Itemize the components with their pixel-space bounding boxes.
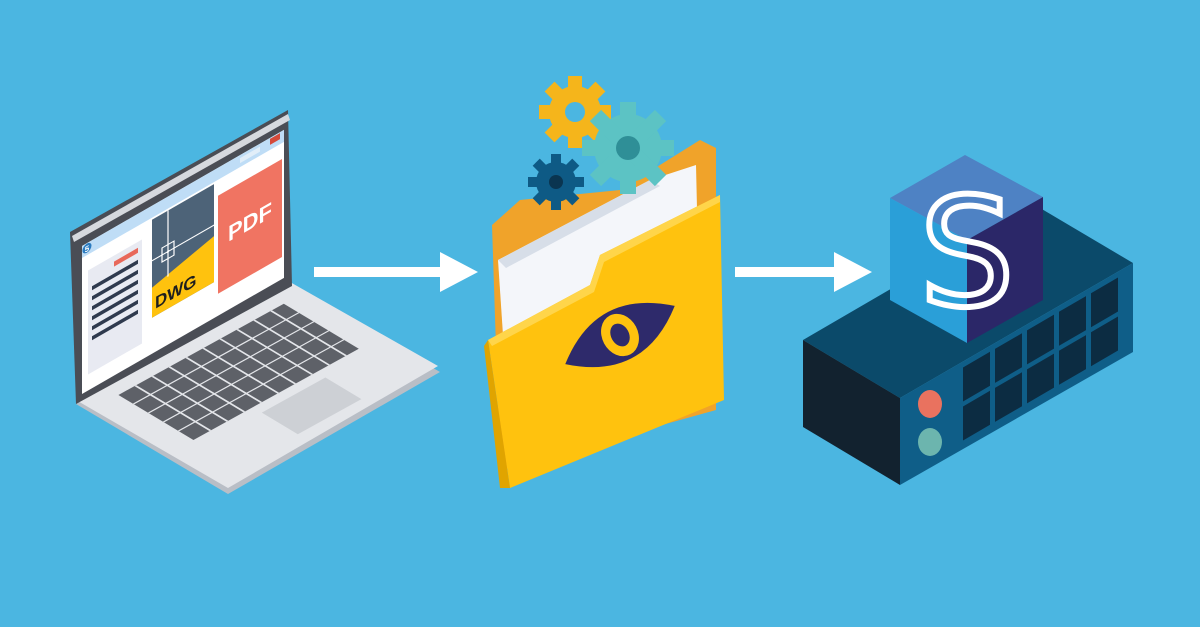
status-light-red — [918, 390, 942, 418]
gear-icon-navy — [528, 154, 584, 210]
title-bar — [82, 129, 284, 258]
arrow-right-icon — [314, 252, 478, 292]
arrow-right-icon — [735, 252, 872, 292]
pdf-file: PDF — [218, 159, 282, 294]
server-side — [803, 340, 900, 485]
app-logo-icon — [82, 242, 92, 254]
s-logo-letter: S — [919, 167, 1014, 341]
folder — [484, 76, 724, 488]
gear-icon-yellow — [539, 76, 611, 148]
keyboard-keys — [118, 303, 359, 440]
s-cube: S — [890, 155, 1043, 344]
status-light-teal — [918, 428, 942, 456]
app-logo-text: 5 — [85, 243, 90, 255]
laptop: 5 DWG PDF — [70, 110, 440, 494]
laptop-screen: 5 DWG PDF — [82, 129, 284, 394]
close-icon — [270, 133, 280, 145]
keyboard — [118, 303, 362, 440]
gear-icon-teal — [582, 102, 674, 194]
server: S — [803, 155, 1133, 485]
dwg-file: DWG — [152, 184, 214, 318]
trackpad — [261, 377, 362, 435]
drive-bays — [963, 277, 1118, 441]
eye-icon — [565, 302, 675, 368]
